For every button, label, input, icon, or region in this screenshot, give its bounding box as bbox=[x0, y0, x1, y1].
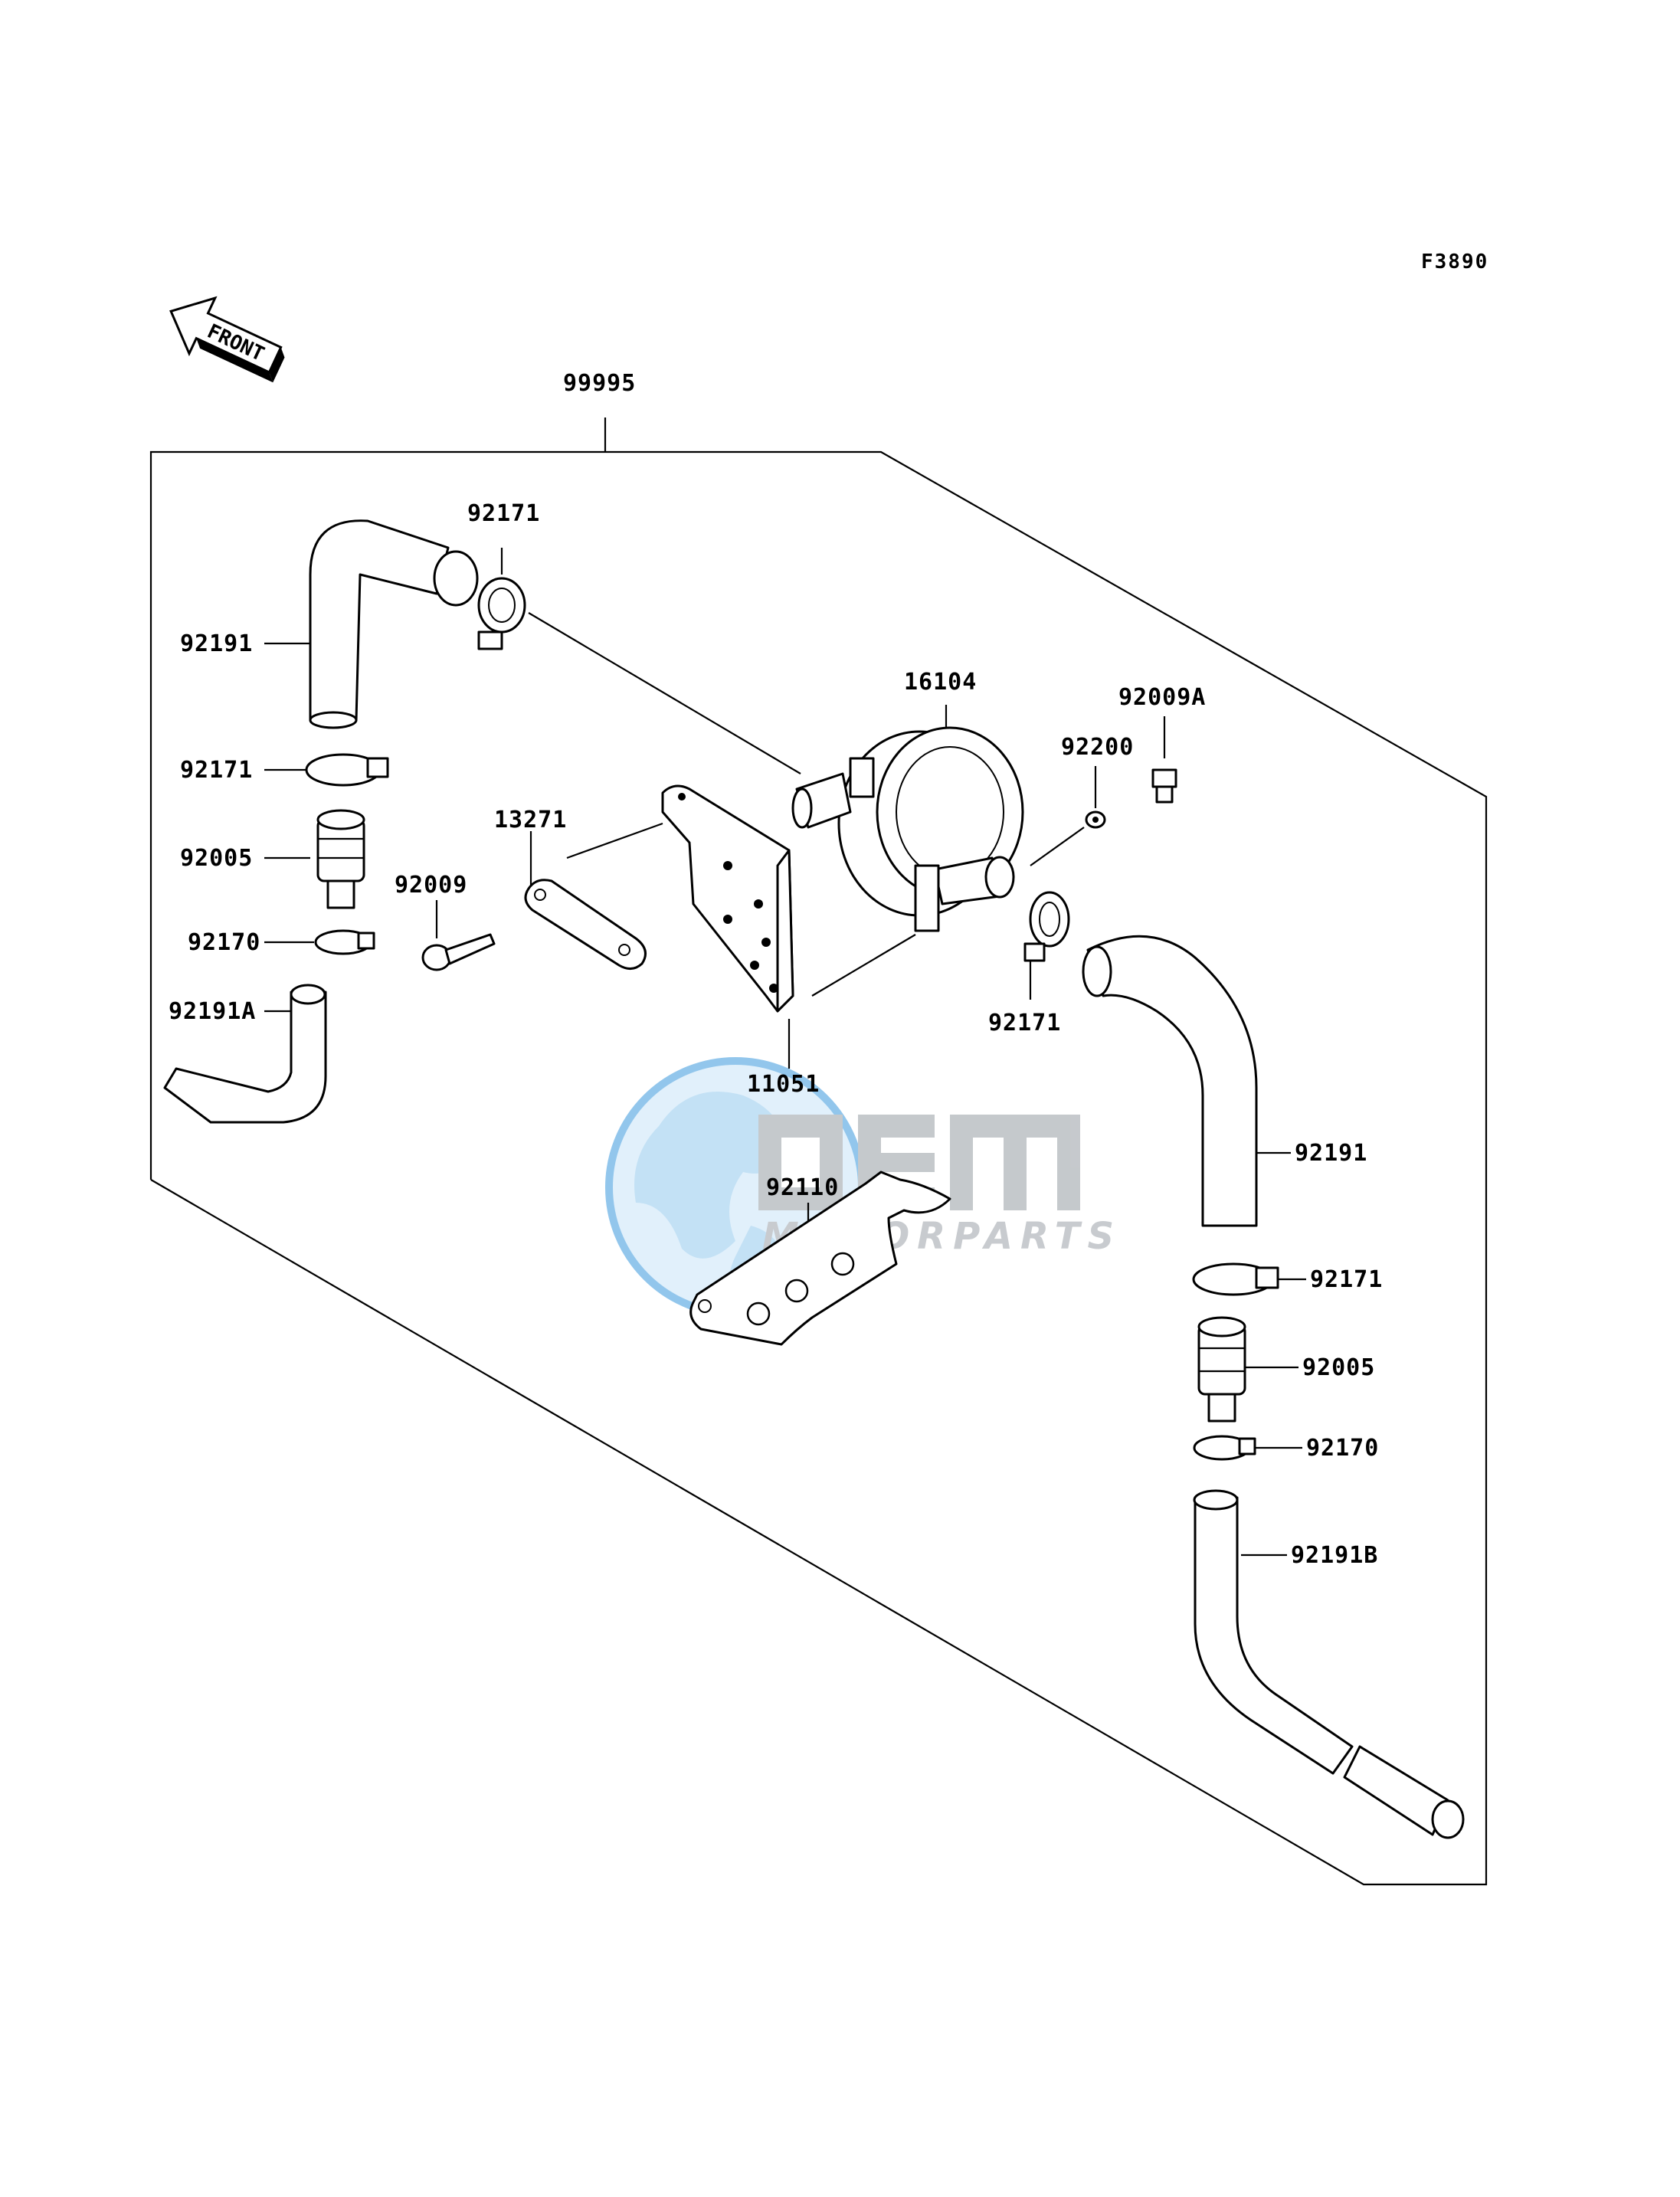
label-fitting-left: 92005 bbox=[180, 845, 253, 872]
hose-clamp-small-right bbox=[1193, 1435, 1256, 1461]
valve-16104 bbox=[791, 726, 1024, 932]
label-bracket: 11051 bbox=[747, 1071, 820, 1098]
label-clamp-top: 92171 bbox=[467, 500, 540, 527]
label-hose-left-top: 92191 bbox=[180, 630, 253, 657]
bolt-92009 bbox=[421, 933, 496, 971]
hose-right-lower bbox=[1193, 1489, 1465, 1839]
hose-fitting-left bbox=[316, 809, 365, 909]
hose-clamp-valve-right bbox=[1023, 891, 1070, 962]
holder-92110 bbox=[689, 1171, 951, 1346]
mounting-plate-13271 bbox=[524, 879, 647, 970]
washer-92200 bbox=[1085, 810, 1106, 829]
label-hose-left-bottom: 92191A bbox=[169, 998, 256, 1025]
diagram-reference-code: F3890 bbox=[1421, 250, 1488, 273]
label-bolt: 92009 bbox=[395, 872, 467, 899]
label-fitting-right: 92005 bbox=[1302, 1354, 1375, 1381]
label-washer: 92200 bbox=[1061, 734, 1134, 761]
label-holder: 92110 bbox=[766, 1174, 839, 1201]
label-clamp-right-valve: 92171 bbox=[988, 1010, 1061, 1036]
label-plate: 13271 bbox=[494, 807, 567, 833]
hose-left-upper bbox=[309, 519, 479, 729]
hose-clamp-left bbox=[305, 753, 389, 787]
label-kit: 99995 bbox=[563, 370, 636, 397]
bolt-92009A bbox=[1151, 768, 1177, 804]
hose-right-upper bbox=[1082, 935, 1258, 1227]
label-clamp-right: 92171 bbox=[1310, 1266, 1383, 1293]
hose-clamp-right bbox=[1192, 1262, 1279, 1296]
hose-fitting-right bbox=[1197, 1316, 1246, 1423]
hose-clamp-top bbox=[477, 577, 526, 650]
label-clamp-small-right: 92170 bbox=[1306, 1435, 1379, 1462]
label-clamp-small-left: 92170 bbox=[188, 929, 260, 956]
hose-clamp-small-left bbox=[314, 929, 375, 955]
hose-left-lower bbox=[163, 984, 327, 1124]
label-clamp-left: 92171 bbox=[180, 757, 253, 784]
label-hose-right-bottom: 92191B bbox=[1291, 1542, 1378, 1569]
front-arrow-icon: FRONT bbox=[169, 296, 285, 383]
label-hose-right: 92191 bbox=[1295, 1140, 1367, 1167]
label-valve: 16104 bbox=[904, 669, 977, 696]
kit-boundary bbox=[149, 450, 1488, 1886]
label-bolt-a: 92009A bbox=[1118, 684, 1206, 711]
bracket-11051 bbox=[661, 784, 794, 1013]
